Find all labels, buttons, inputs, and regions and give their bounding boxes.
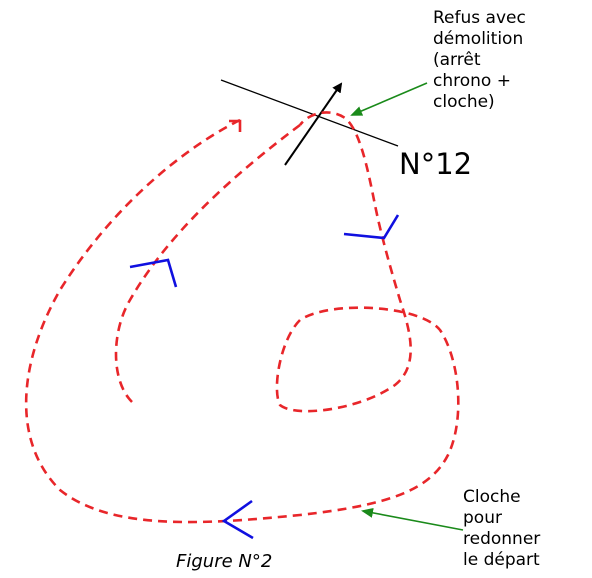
refusal-pointer-arrow (350, 82, 428, 116)
direction-mark-bottom (221, 499, 254, 540)
obstacle-line (220, 79, 399, 147)
bell-note: Cloche pour redonner le départ (463, 487, 541, 570)
path-arrowhead (229, 119, 242, 132)
bell-pointer-arrow (361, 507, 464, 531)
refusal-note: Refus avec démolition (arrêt chrono + cl… (433, 8, 526, 112)
obstacle-label: N°12 (399, 147, 473, 181)
jump-direction-arrow (284, 82, 343, 166)
figure-caption: Figure N°2 (176, 551, 273, 572)
direction-mark-right (343, 214, 400, 240)
outer-track-path (114, 123, 301, 403)
big-loop-path (24, 111, 460, 524)
direction-mark-left (129, 258, 178, 288)
